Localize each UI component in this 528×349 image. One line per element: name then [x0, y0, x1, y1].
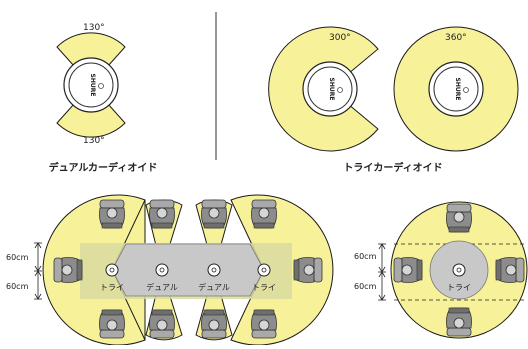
- dual-cardioid-microphone: SHURE: [63, 57, 119, 113]
- round-seat-bottom: [446, 307, 472, 337]
- round-table-layout: トライ 60cm 60cm: [354, 201, 528, 339]
- mic-1-label: トライ: [100, 283, 124, 292]
- tri-cardioid-360-microphone: SHURE: [428, 61, 484, 117]
- conference-table: [111, 243, 265, 297]
- dual-cardioid-panel: SHURE 130° 130° デュアルカーディオイド: [49, 23, 158, 174]
- dimension-bottom-label: 60cm: [6, 282, 29, 291]
- mic-4-label: トライ: [252, 283, 276, 292]
- mic-3-label: デュアル: [198, 282, 230, 292]
- dimension-markers-right: [378, 243, 386, 301]
- seat-bottom-3: [201, 309, 227, 339]
- dimension-markers-left: [34, 242, 42, 300]
- mic-brand-label: SHURE: [89, 74, 96, 97]
- seat-left: [53, 257, 83, 283]
- mic-brand-label: SHURE: [454, 78, 461, 101]
- round-mic-label: トライ: [447, 283, 471, 292]
- mic-brand-label: SHURE: [328, 78, 335, 101]
- round-dimension-top-label: 60cm: [354, 252, 377, 261]
- mic-1: [105, 263, 119, 277]
- tri-cardioid-360-angle: 360°: [445, 33, 467, 43]
- mic-2-label: デュアル: [146, 282, 178, 292]
- tri-cardioid-panel: SHURE 300° SHURE 360° トライカーディオイド: [268, 26, 519, 174]
- round-seat-right: [495, 257, 525, 283]
- seat-top-4: [251, 199, 277, 229]
- mic-2: [155, 263, 169, 277]
- mic-3: [207, 263, 221, 277]
- tri-cardioid-300-angle: 300°: [329, 33, 351, 43]
- round-seat-left: [393, 257, 423, 283]
- seat-top-3: [201, 199, 227, 229]
- seat-bottom-4: [251, 309, 277, 339]
- round-mic: [452, 263, 466, 277]
- dimension-top-label: 60cm: [6, 253, 29, 262]
- long-table-layout: トライ デュアル デュアル トライ 60cm 60cm: [6, 194, 334, 346]
- tri-cardioid-caption: トライカーディオイド: [343, 161, 442, 174]
- seat-bottom-2: [149, 309, 175, 339]
- seat-right: [293, 257, 323, 283]
- dual-cardioid-caption: デュアルカーディオイド: [49, 161, 158, 174]
- round-dimension-bottom-label: 60cm: [354, 282, 377, 291]
- dual-cardioid-angle-top: 130°: [83, 23, 105, 33]
- seat-top-2: [149, 199, 175, 229]
- seat-top-1: [99, 199, 125, 229]
- round-seat-top: [446, 203, 472, 233]
- tri-cardioid-300-microphone: SHURE: [302, 61, 358, 117]
- seat-bottom-1: [99, 309, 125, 339]
- mic-4: [257, 263, 271, 277]
- dual-cardioid-angle-bottom: 130°: [83, 136, 105, 146]
